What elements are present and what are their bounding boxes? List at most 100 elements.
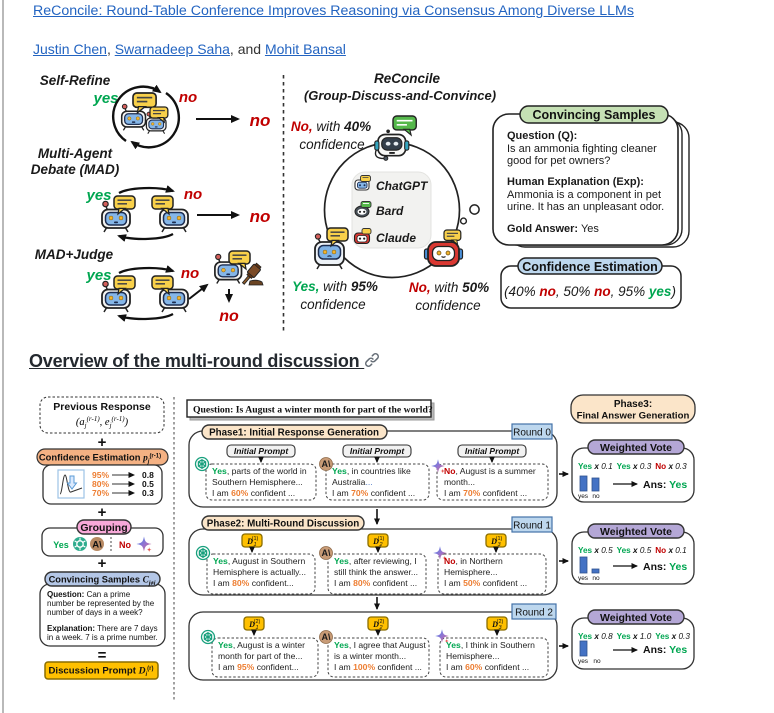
svg-text:Yes: Yes — [53, 540, 69, 550]
svg-text:Previous Response: Previous Response — [53, 401, 151, 413]
svg-text:urine. It has an unpleasant od: urine. It has an unpleasant odor. — [507, 201, 664, 213]
svg-text:Round 1: Round 1 — [513, 521, 551, 532]
svg-text:Ans: Yes: Ans: Yes — [643, 479, 687, 491]
svg-text:+: + — [98, 504, 107, 521]
svg-text:month...: month... — [444, 477, 475, 487]
svg-text:no: no — [184, 186, 202, 203]
svg-text:A\: A\ — [92, 539, 102, 550]
svg-text:Phase3:: Phase3: — [614, 399, 652, 410]
svg-text:confidence: confidence — [299, 137, 364, 152]
svg-text:Yes, August is a winter: Yes, August is a winter — [218, 640, 305, 650]
svg-text:Weighted Vote: Weighted Vote — [600, 526, 672, 538]
svg-text:(2): (2) — [497, 619, 504, 625]
svg-text:0.3: 0.3 — [142, 488, 154, 498]
svg-text:Debate (MAD): Debate (MAD) — [31, 162, 120, 177]
svg-text:Question: Is August a winter m: Question: Is August a winter month for p… — [193, 405, 433, 416]
svg-text:1: 1 — [255, 625, 258, 631]
svg-text:month for part of the...: month for part of the... — [218, 651, 303, 661]
svg-text:No: No — [119, 540, 131, 550]
svg-text:Yes, I think in Southern: Yes, I think in Southern — [446, 640, 535, 650]
svg-text:D: D — [372, 620, 379, 629]
svg-text:0.5: 0.5 — [142, 479, 154, 489]
svg-text:Australia...: Australia... — [332, 477, 373, 487]
svg-text:1: 1 — [253, 542, 256, 548]
svg-text:I am 70% confident ...: I am 70% confident ... — [444, 488, 527, 498]
svg-text:+: + — [98, 434, 107, 451]
svg-text:Phase2: Multi-Round Discussion: Phase2: Multi-Round Discussion — [207, 519, 359, 530]
svg-text:D: D — [491, 620, 498, 629]
svg-text:(2): (2) — [378, 619, 385, 625]
svg-text:I am 95% confident...: I am 95% confident... — [218, 662, 299, 672]
svg-text:3: 3 — [497, 542, 501, 548]
svg-text:Convincing Samples Cj≠i: Convincing Samples Cj≠i — [49, 575, 156, 588]
svg-text:Ammonia is a component in pet: Ammonia is a component in pet — [507, 189, 661, 201]
svg-text:+: + — [98, 555, 107, 572]
svg-text:confidence: confidence — [415, 298, 480, 313]
svg-text:(40% no, 50% no, 95% yes): (40% no, 50% no, 95% yes) — [504, 284, 676, 299]
svg-text:70%: 70% — [92, 488, 109, 498]
svg-text:D: D — [490, 537, 497, 546]
svg-text:Yes, parts of the world in: Yes, parts of the world in — [212, 466, 307, 476]
svg-text:Yes, in countries like: Yes, in countries like — [332, 466, 411, 476]
svg-text:I am 80% confident ...: I am 80% confident ... — [334, 578, 417, 588]
svg-text:yes: yes — [85, 267, 111, 284]
svg-text:Round 0: Round 0 — [513, 428, 551, 439]
svg-text:D: D — [248, 620, 255, 629]
svg-text:confidence: confidence — [300, 297, 365, 312]
svg-text:Ans: Yes: Ans: Yes — [643, 561, 687, 573]
svg-text:yes: yes — [578, 658, 589, 665]
svg-text:in a week. 7 is a prime number: in a week. 7 is a prime number. — [47, 633, 158, 642]
svg-text:Weighted Vote: Weighted Vote — [600, 442, 672, 454]
svg-text:Confidence Estimation: Confidence Estimation — [522, 260, 657, 274]
svg-text:Yes, with 95%: Yes, with 95% — [292, 279, 378, 294]
svg-text:Weighted Vote: Weighted Vote — [600, 612, 672, 624]
svg-text:I am 100% confident ...: I am 100% confident ... — [334, 662, 422, 672]
svg-text:no: no — [250, 207, 271, 226]
svg-text:3: 3 — [498, 625, 502, 631]
svg-text:Round 2: Round 2 — [515, 608, 553, 619]
svg-text:No, with 40%: No, with 40% — [291, 119, 371, 134]
svg-text:(1): (1) — [496, 536, 503, 542]
svg-text:(1): (1) — [378, 536, 385, 542]
svg-text:(2): (2) — [254, 619, 261, 625]
svg-text:=: = — [98, 647, 107, 664]
svg-text:No, in Northern: No, in Northern — [444, 556, 503, 566]
svg-text:yes: yes — [92, 90, 118, 107]
svg-text:Initial Prompt: Initial Prompt — [350, 446, 405, 456]
svg-text:Initial Prompt: Initial Prompt — [234, 446, 289, 456]
svg-text:yes: yes — [85, 187, 111, 204]
svg-text:0.8: 0.8 — [142, 470, 154, 480]
svg-text:D: D — [372, 537, 379, 546]
svg-text:ChatGPT: ChatGPT — [376, 179, 429, 193]
svg-text:number of days in a week?: number of days in a week? — [47, 608, 143, 617]
svg-text:Gold Answer: Yes: Gold Answer: Yes — [507, 223, 599, 235]
svg-text:Final Answer Generation: Final Answer Generation — [577, 411, 690, 422]
svg-text:Bard: Bard — [376, 204, 404, 218]
svg-text:still think the answer...: still think the answer... — [334, 567, 418, 577]
svg-text:no: no — [593, 658, 601, 665]
svg-text:2: 2 — [378, 625, 382, 631]
svg-text:Question (Q):: Question (Q): — [507, 130, 577, 142]
svg-text:no: no — [179, 89, 197, 106]
svg-text:Explanation: There are 7 days: Explanation: There are 7 days — [47, 624, 158, 633]
svg-text:yes: yes — [578, 493, 589, 500]
svg-text:Hemisphere is actually...: Hemisphere is actually... — [213, 567, 306, 577]
svg-text:D: D — [246, 537, 253, 546]
svg-text:I am 60% confident ...: I am 60% confident ... — [446, 662, 529, 672]
svg-text:Is an ammonia fighting cleaner: Is an ammonia fighting cleaner — [507, 143, 657, 155]
svg-text:(Group-Discuss-and-Convince): (Group-Discuss-and-Convince) — [304, 88, 496, 103]
svg-text:(1): (1) — [252, 536, 259, 542]
svg-text:Multi-Agent: Multi-Agent — [38, 146, 113, 161]
svg-text:yes: yes — [578, 575, 589, 582]
svg-text:number be represented by the: number be represented by the — [47, 599, 155, 608]
svg-text:MAD+Judge: MAD+Judge — [35, 247, 114, 262]
svg-text:Initial Prompt: Initial Prompt — [465, 446, 520, 456]
svg-text:Phase1: Initial Response Gener: Phase1: Initial Response Generation — [209, 428, 379, 439]
svg-text:no: no — [592, 575, 600, 582]
svg-text:no: no — [181, 265, 199, 282]
svg-text:No, with 50%: No, with 50% — [409, 280, 489, 295]
svg-text:Claude: Claude — [376, 231, 416, 245]
svg-text:good for pet owners?: good for pet owners? — [507, 155, 610, 167]
